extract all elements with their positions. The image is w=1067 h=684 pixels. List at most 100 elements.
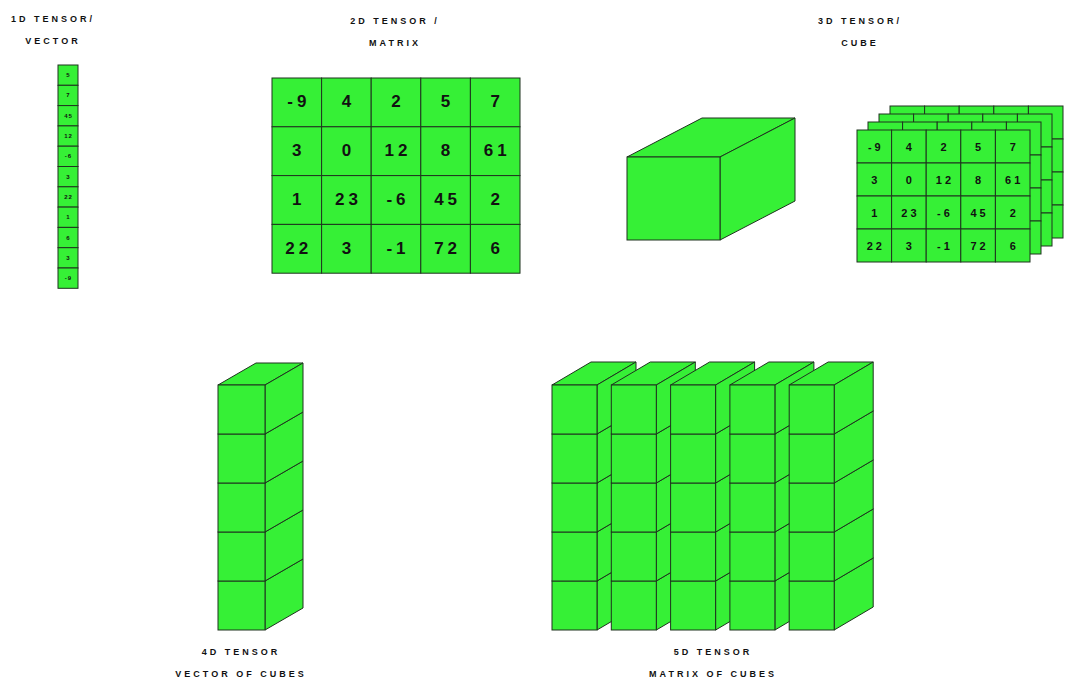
cube-front-face (552, 532, 597, 581)
cube-front-cell (857, 163, 892, 196)
vector-cell (58, 167, 78, 187)
cube-front-cell (926, 229, 961, 262)
stacked-matrices (857, 106, 1063, 262)
vector-cell (58, 126, 78, 146)
cube-front-cell (995, 130, 1030, 163)
matrix-value: 7 (470, 78, 520, 127)
tensor-heading: 2D TENSOR / MATRIX (349, 10, 442, 54)
vector-value: 5 (58, 65, 78, 85)
solid-cube (627, 118, 795, 240)
cube-value: 3 (892, 229, 927, 262)
cube-front-cell (961, 163, 996, 196)
cube-side-face (265, 363, 303, 434)
matrix-cell (371, 78, 421, 127)
matrix-value: 45 (421, 176, 471, 225)
cube-front-face (218, 483, 265, 532)
cube-front-face (611, 385, 656, 434)
cube-value: 4 (892, 130, 927, 163)
cube-value: 7 (995, 130, 1030, 163)
matrix-cell (470, 127, 520, 176)
tensor-heading: 5D TENSOR MATRIX OF CUBES (648, 641, 779, 684)
matrix-value: 2 (371, 78, 421, 127)
vector-cells (58, 65, 78, 288)
cube-value: 2 (995, 196, 1030, 229)
vector-cell (58, 187, 78, 207)
vector-value: 3 (58, 248, 78, 268)
matrix-value: 72 (421, 224, 471, 273)
matrix-value: 61 (470, 127, 520, 176)
cube-front-face (627, 157, 720, 240)
matrix-cell (371, 127, 421, 176)
cube-front-face (671, 581, 716, 630)
cube-front-face (218, 581, 265, 630)
vector-cell (58, 106, 78, 126)
matrix-cell (322, 224, 372, 273)
cube-front-cell (857, 229, 892, 262)
vector-value: 45 (58, 106, 78, 126)
vector-value: -6 (58, 146, 78, 166)
matrix-value: 5 (421, 78, 471, 127)
matrix-cell (272, 176, 322, 225)
vector-cell (58, 207, 78, 227)
matrix-value: -6 (371, 176, 421, 225)
cube-side-face (834, 362, 873, 434)
vector-value: 12 (58, 126, 78, 146)
cube-front-face (611, 532, 656, 581)
grid-cube (789, 362, 873, 434)
matrix-cell (322, 127, 372, 176)
tensor-heading: 1D TENSOR/ VECTOR (9, 8, 96, 52)
vector-cell (58, 146, 78, 166)
matrix-cell (421, 78, 471, 127)
matrix-cell (272, 224, 322, 273)
cube-value: -6 (926, 196, 961, 229)
matrix-value: -1 (371, 224, 421, 273)
vector-value: 6 (58, 227, 78, 247)
cube-side-face (720, 118, 795, 240)
cube-front-face (552, 483, 597, 532)
matrix-cell (421, 127, 471, 176)
vector-value: 7 (58, 85, 78, 105)
cube-value: 1 (857, 196, 892, 229)
vector-cell (58, 65, 78, 85)
cube-front-cell (995, 196, 1030, 229)
cube-front-cell (926, 196, 961, 229)
matrix-value: 12 (371, 127, 421, 176)
cube-front-cell (995, 229, 1030, 262)
stacked-cube (218, 363, 303, 434)
cube-value: -9 (857, 130, 892, 163)
vector-cell (58, 248, 78, 268)
cube-front-face (789, 532, 834, 581)
cube-front-cell (926, 163, 961, 196)
vector-cell (58, 85, 78, 105)
vector-value: 3 (58, 167, 78, 187)
cube-front-face (730, 385, 775, 434)
cube-front-face (789, 581, 834, 630)
cube-value: 45 (961, 196, 996, 229)
matrix-cell (371, 176, 421, 225)
cube-value: 3 (857, 163, 892, 196)
cube-value: 12 (926, 163, 961, 196)
matrix-cell (322, 78, 372, 127)
cube-front-face (671, 434, 716, 483)
cube-front-cell (857, 130, 892, 163)
cube-value: 0 (892, 163, 927, 196)
matrix-cell (470, 78, 520, 127)
cube-front-face (730, 581, 775, 630)
cube-front-cell (995, 163, 1030, 196)
vector-value: -9 (58, 268, 78, 288)
cube-front-face (730, 532, 775, 581)
matrix-value: -9 (272, 78, 322, 127)
cube-front-face (730, 434, 775, 483)
matrix-cell (272, 127, 322, 176)
cube-front-cell (961, 130, 996, 163)
vector-cell (58, 268, 78, 288)
cube-front-face (218, 532, 265, 581)
cube-front-face (789, 483, 834, 532)
cube-front-face (552, 434, 597, 483)
matrix-value: 6 (470, 224, 520, 273)
matrix-cell (470, 176, 520, 225)
vector-value: 1 (58, 207, 78, 227)
vector-value: 22 (58, 187, 78, 207)
